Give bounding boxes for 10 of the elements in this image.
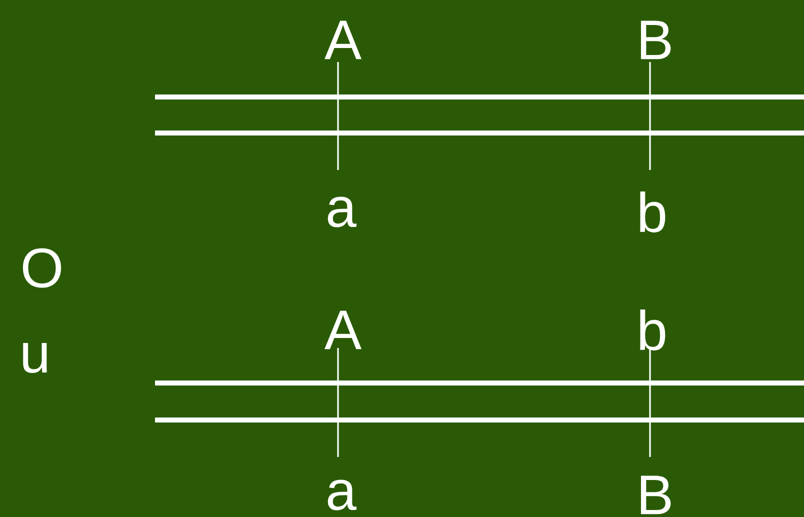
allele-label: A [324,310,362,350]
allele-label: A [324,20,362,60]
allele-label: B [640,476,671,514]
allele-label: a [328,480,357,510]
allele-label: O [22,248,62,288]
allele-label: a [328,196,357,228]
allele-label: b [640,310,666,350]
allele-label: u [23,342,47,373]
allele-label: B [640,20,671,60]
allele-label: b [640,192,666,232]
